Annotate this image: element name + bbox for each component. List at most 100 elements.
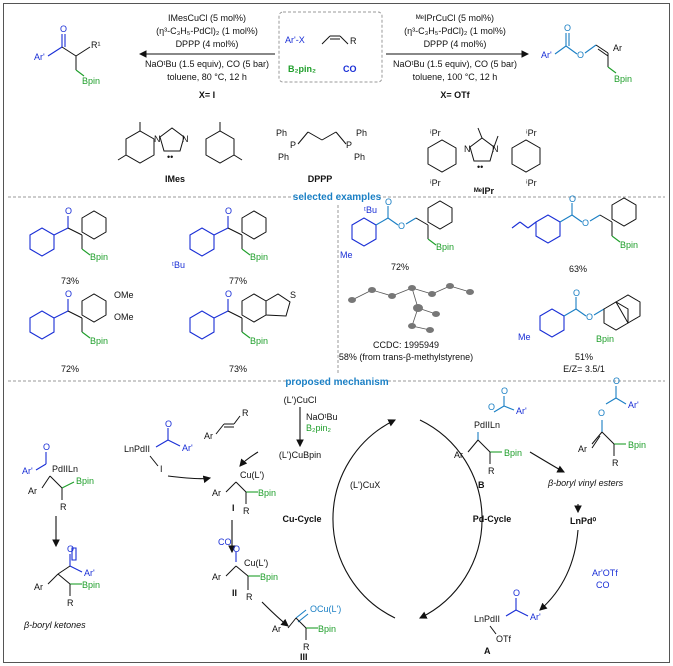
svg-text:DPPP (4 mol%): DPPP (4 mol%)	[176, 39, 239, 49]
svg-text:ᵗBu: ᵗBu	[364, 205, 377, 215]
svg-text:51%: 51%	[575, 352, 593, 362]
svg-text:NaOᵗBu: NaOᵗBu	[306, 412, 338, 422]
svg-text:N: N	[464, 144, 471, 154]
svg-text:O: O	[613, 376, 620, 386]
svg-text:Bpin: Bpin	[76, 476, 94, 486]
left-product-ketone: Ar' O R¹ Bpin	[34, 24, 101, 86]
svg-text:NaOᵗBu (1.5 equiv), CO (5 bar): NaOᵗBu (1.5 equiv), CO (5 bar)	[393, 59, 517, 69]
svg-text:Bpin: Bpin	[250, 252, 268, 262]
svg-text:O: O	[564, 23, 571, 33]
svg-text:Bpin: Bpin	[628, 440, 646, 450]
svg-text:Ar: Ar	[34, 582, 43, 592]
svg-text:O: O	[398, 221, 405, 231]
svg-text:O: O	[233, 544, 240, 554]
svg-text:LnPdII: LnPdII	[474, 614, 500, 624]
svg-text:OCu(L'): OCu(L')	[310, 604, 341, 614]
svg-text:R: R	[303, 642, 310, 652]
svg-text:P: P	[290, 140, 296, 150]
svg-text:O: O	[586, 312, 593, 322]
svg-text:O: O	[225, 289, 232, 299]
svg-text:Bpin: Bpin	[260, 572, 278, 582]
svg-text:Me: Me	[518, 332, 531, 342]
svg-text:CO: CO	[218, 537, 232, 547]
selected-examples-heading: selected examples	[293, 192, 382, 203]
svg-text:••: ••	[477, 162, 483, 172]
svg-text:LnPd⁰: LnPd⁰	[570, 516, 596, 526]
svg-text:O: O	[577, 50, 584, 60]
svg-text:I: I	[160, 464, 163, 474]
svg-text:(η³-C₃H₅-PdCl)₂ (1 mol%): (η³-C₃H₅-PdCl)₂ (1 mol%)	[404, 26, 506, 36]
svg-text:Cu(L'): Cu(L')	[244, 558, 268, 568]
svg-text:Bpin: Bpin	[318, 624, 336, 634]
svg-text:O: O	[67, 544, 74, 554]
svg-text:Ar': Ar'	[530, 612, 541, 622]
example-2: ᵗBu O Bpin 77%	[172, 206, 268, 286]
svg-text:Ar: Ar	[212, 488, 221, 498]
svg-text:R: R	[246, 592, 253, 602]
svg-text:O: O	[501, 386, 508, 396]
svg-text:B₂pin₂: B₂pin₂	[306, 423, 332, 433]
svg-text:O: O	[573, 288, 580, 298]
svg-text:Ar': Ar'	[516, 406, 527, 416]
svg-text:B₂pin₂: B₂pin₂	[288, 64, 316, 74]
svg-text:IMesCuCl (5 mol%): IMesCuCl (5 mol%)	[168, 13, 246, 23]
svg-text:Ph: Ph	[354, 152, 365, 162]
svg-text:Ar': Ar'	[628, 400, 639, 410]
svg-text:Bpin: Bpin	[90, 252, 108, 262]
svg-text:Ar': Ar'	[182, 443, 193, 453]
svg-text:R: R	[488, 466, 495, 476]
svg-text:CCDC: 1995949: CCDC: 1995949	[373, 340, 439, 350]
svg-text:O: O	[513, 588, 520, 598]
svg-text:72%: 72%	[61, 364, 79, 374]
svg-text:DPPP: DPPP	[308, 174, 333, 184]
svg-text:Ar: Ar	[204, 431, 213, 441]
svg-text:S: S	[290, 290, 296, 300]
ar1-label: Ar'	[34, 52, 45, 62]
left-conditions: IMesCuCl (5 mol%) (η³-C₃H₅-PdCl)₂ (1 mol…	[138, 13, 275, 100]
svg-text:O: O	[60, 24, 67, 34]
svg-text:OTf: OTf	[496, 634, 511, 644]
svg-text:O: O	[569, 194, 576, 204]
svg-text:ⁱPr: ⁱPr	[430, 128, 441, 138]
svg-text:Ar': Ar'	[22, 466, 33, 476]
svg-text:72%: 72%	[391, 262, 409, 272]
svg-text:CO: CO	[596, 580, 610, 590]
svg-text:(L')CuBpin: (L')CuBpin	[279, 450, 321, 460]
pd-cycle-arc	[419, 419, 483, 619]
svg-text:P: P	[346, 140, 352, 150]
bpin-label: Bpin	[82, 76, 100, 86]
svg-text:Ph: Ph	[278, 152, 289, 162]
ligand-imes: N N •• IMes	[117, 122, 243, 184]
svg-text:O: O	[488, 402, 495, 412]
svg-text:X= OTf: X= OTf	[440, 90, 470, 100]
svg-text:R: R	[242, 408, 249, 418]
svg-text:ⁱPr: ⁱPr	[526, 128, 537, 138]
svg-text:O: O	[65, 206, 72, 216]
svg-text:77%: 77%	[229, 276, 247, 286]
svg-text:Me: Me	[340, 250, 353, 260]
ketones-product-label: β-boryl ketones	[23, 620, 86, 630]
svg-text:PdIILn: PdIILn	[474, 420, 500, 430]
svg-text:N: N	[182, 134, 189, 144]
svg-text:R: R	[67, 598, 74, 608]
svg-text:R: R	[60, 502, 67, 512]
svg-text:Bpin: Bpin	[436, 242, 454, 252]
example-7: Me O O Bpin 51% E/Z= 3.5/1	[518, 288, 641, 374]
svg-text:O: O	[598, 408, 605, 418]
svg-text:R: R	[612, 458, 619, 468]
svg-text:ᴹᵉIPrCuCl (5 mol%): ᴹᵉIPrCuCl (5 mol%)	[416, 13, 494, 23]
svg-text:Ar: Ar	[578, 444, 587, 454]
svg-text:Ar'-X: Ar'-X	[285, 35, 305, 45]
svg-text:N: N	[492, 144, 499, 154]
svg-text:Cu(L'): Cu(L')	[240, 470, 264, 480]
reagents-box: Ar'-X R B₂pin₂ CO	[278, 11, 383, 83]
r1-label: R¹	[91, 40, 101, 50]
svg-text:Bpin: Bpin	[90, 336, 108, 346]
svg-text:58% (from trans-β-methylstyren: 58% (from trans-β-methylstyrene)	[339, 352, 473, 362]
svg-text:N: N	[154, 134, 161, 144]
svg-text:O: O	[165, 419, 172, 429]
mechanism: Cu-Cycle Pd-Cycle (L')CuCl NaOᵗBu B₂pin₂…	[22, 376, 646, 662]
svg-text:IMes: IMes	[165, 174, 185, 184]
svg-text:R: R	[350, 36, 357, 46]
